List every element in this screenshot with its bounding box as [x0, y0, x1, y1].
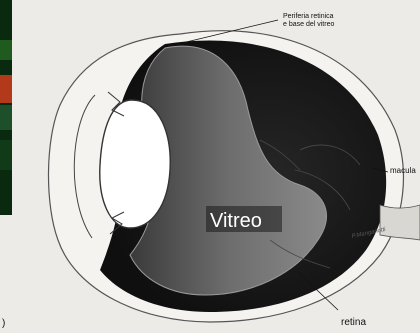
optic-nerve: [380, 205, 420, 240]
left-image-strip: [0, 0, 12, 215]
periphery-label-line1: Periferia retinica: [283, 13, 334, 20]
edge-fragment: ): [2, 318, 5, 329]
retina-label: retina: [341, 317, 366, 328]
lens: [100, 100, 170, 228]
vitreo-label: Vitreo: [210, 210, 262, 232]
macula-label: macula: [390, 166, 416, 175]
periphery-label-line2: e base del vitreo: [283, 21, 334, 28]
